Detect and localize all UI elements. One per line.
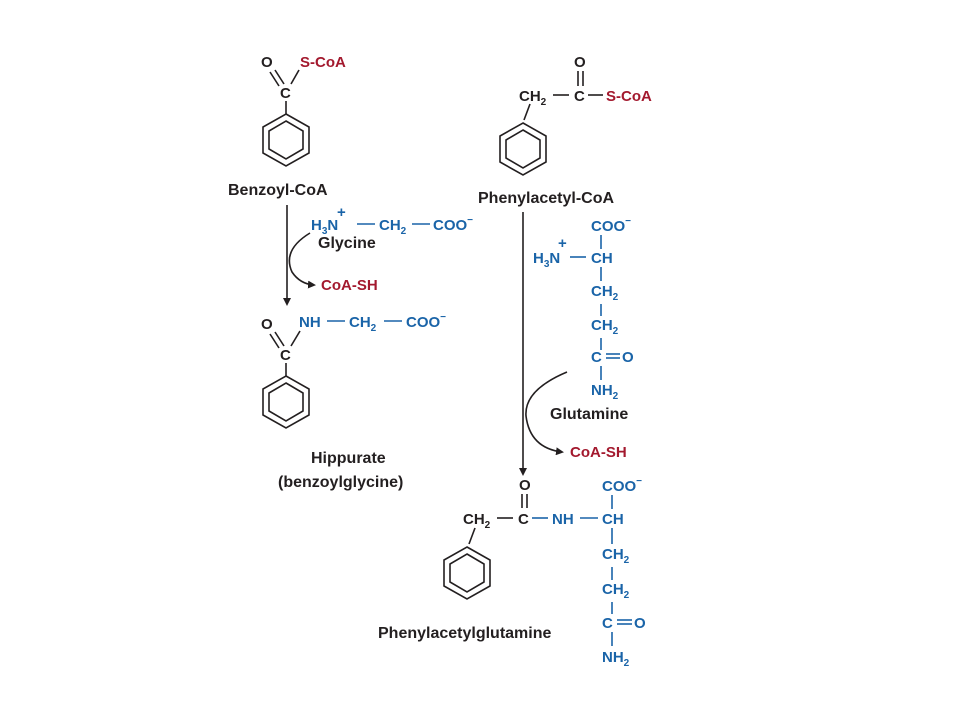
- atom-ch2: CH: [591, 283, 613, 300]
- svg-text:CH2: CH2: [602, 581, 630, 601]
- label-phenylacetylglutamine: Phenylacetylglutamine: [378, 625, 551, 642]
- svg-text:CH2: CH2: [591, 317, 619, 337]
- svg-text:COO−: COO−: [433, 215, 473, 234]
- glutamine-structure: COO− + H3N CH CH2 CH2 C O NH2 Glutamine: [533, 216, 634, 423]
- label-glycine: Glycine: [318, 235, 376, 252]
- benzene-ring: [443, 546, 491, 600]
- atom-coo: COO: [602, 478, 637, 495]
- svg-text:CH2: CH2: [519, 88, 547, 108]
- label-benzoyl-coa: Benzoyl-CoA: [228, 182, 328, 199]
- atom-ch: CH: [602, 511, 624, 528]
- glycine-structure: + H3N CH2 COO− Glycine: [311, 204, 473, 252]
- benzene-ring: [262, 375, 310, 429]
- reaction-arrow-glutamine: [519, 212, 568, 476]
- atom-coo: COO: [406, 314, 441, 331]
- atom-c: C: [280, 347, 291, 364]
- svg-text:COO−: COO−: [406, 312, 446, 331]
- atom-o: O: [634, 615, 646, 632]
- phenylacetyl-coa-structure: O CH2 C S-CoA Phenylacetyl-CoA: [478, 54, 652, 207]
- atom-nh2: NH: [591, 382, 613, 399]
- atom-nh2: NH: [602, 649, 624, 666]
- atom-c: C: [280, 85, 291, 102]
- label-glutamine: Glutamine: [550, 406, 628, 423]
- svg-text:CH2: CH2: [463, 511, 491, 531]
- atom-ch2: CH: [602, 546, 624, 563]
- atom-ch2: CH: [349, 314, 371, 331]
- svg-text:COO−: COO−: [591, 216, 631, 235]
- atom-c: C: [602, 615, 613, 632]
- atom-coo: COO: [591, 218, 626, 235]
- label-coa-sh-right: CoA-SH: [570, 444, 627, 461]
- atom-h3n-h: H: [533, 250, 544, 267]
- svg-text:CH2: CH2: [349, 314, 377, 334]
- atom-o: O: [261, 54, 273, 71]
- atom-c: C: [574, 88, 585, 105]
- atom-o: O: [519, 477, 531, 494]
- atom-c: C: [591, 349, 602, 366]
- label-coa-sh-left: CoA-SH: [321, 277, 378, 294]
- atom-c: C: [518, 511, 529, 528]
- svg-text:CH2: CH2: [591, 283, 619, 303]
- atom-ch2: CH: [602, 581, 624, 598]
- atom-plus: +: [558, 235, 567, 252]
- atom-o: O: [622, 349, 634, 366]
- svg-text:H3N: H3N: [533, 250, 560, 270]
- svg-text:COO−: COO−: [602, 476, 642, 495]
- phenylacetylglutamine-structure: O CH2 C NH CH COO− CH2 CH2 C O NH2 Pheny…: [378, 476, 646, 669]
- svg-text:NH2: NH2: [591, 382, 619, 402]
- hippurate-structure: O NH CH2 COO− C Hippurate (benzoylglycin…: [261, 312, 446, 491]
- atom-nh: NH: [552, 511, 574, 528]
- svg-text:NH2: NH2: [602, 649, 630, 669]
- atom-h3n-h: H: [311, 217, 322, 234]
- reaction-arrow-glycine: [283, 205, 316, 306]
- atom-o: O: [574, 54, 586, 71]
- label-hippurate: Hippurate: [311, 450, 386, 467]
- atom-ch2: CH: [463, 511, 485, 528]
- benzene-ring: [262, 113, 310, 167]
- atom-ch2: CH: [591, 317, 613, 334]
- label-phenylacetyl-coa: Phenylacetyl-CoA: [478, 190, 614, 207]
- benzene-ring: [499, 122, 547, 176]
- benzoyl-coa-structure: O S-CoA C Benzoyl-CoA: [228, 54, 346, 199]
- label-benzoylglycine: (benzoylglycine): [278, 474, 403, 491]
- svg-text:H3N: H3N: [311, 217, 338, 237]
- atom-ch2: CH: [519, 88, 541, 105]
- atom-ch: CH: [591, 250, 613, 267]
- atom-coo: COO: [433, 217, 468, 234]
- atom-o: O: [261, 316, 273, 333]
- atom-nh: NH: [299, 314, 321, 331]
- atom-s-coa: S-CoA: [606, 88, 652, 105]
- atom-plus: +: [337, 204, 346, 221]
- atom-ch2: CH: [379, 217, 401, 234]
- svg-text:CH2: CH2: [602, 546, 630, 566]
- atom-s-coa: S-CoA: [300, 54, 346, 71]
- svg-text:CH2: CH2: [379, 217, 407, 237]
